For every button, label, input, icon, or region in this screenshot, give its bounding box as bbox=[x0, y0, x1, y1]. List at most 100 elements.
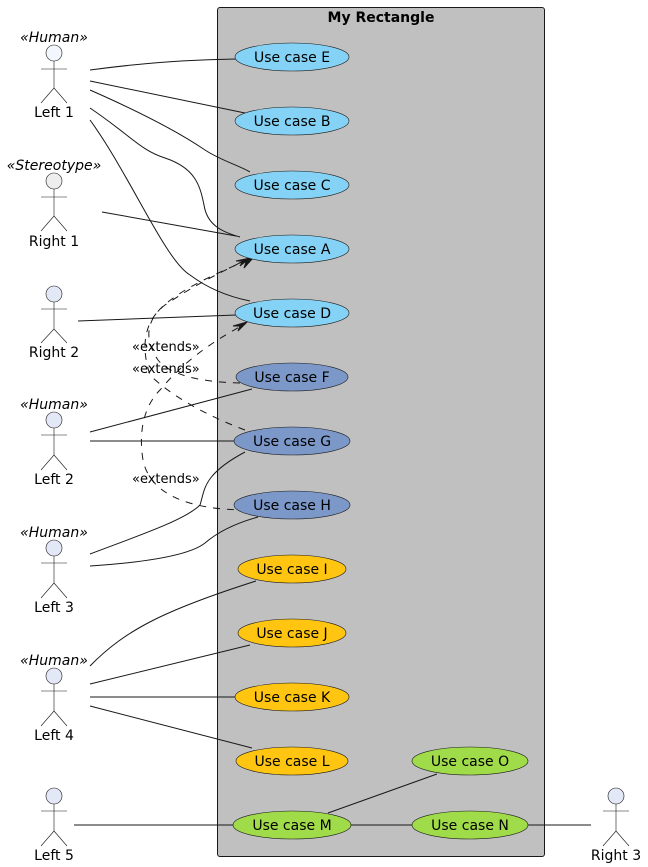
assoc-left1-D[interactable] bbox=[89, 119, 251, 302]
assoc-left4-I[interactable] bbox=[89, 580, 257, 667]
actor-stereotype: «Human» bbox=[20, 653, 88, 669]
system-boundary-title: My Rectangle bbox=[328, 10, 435, 26]
extends-H-D-arrowhead bbox=[232, 320, 249, 332]
actor-head-icon bbox=[45, 172, 63, 190]
use-case-K-shape[interactable] bbox=[234, 682, 350, 712]
actor-left-5[interactable]: Left 5 bbox=[34, 787, 74, 864]
use-case-M-label: Use case M bbox=[252, 818, 331, 834]
extends-G-A-line[interactable] bbox=[144, 257, 251, 431]
assoc-right1-A[interactable] bbox=[101, 211, 237, 237]
actor-head-icon bbox=[45, 411, 63, 429]
associations bbox=[74, 58, 591, 826]
actor-body-icon bbox=[40, 556, 68, 599]
assoc-left1-A[interactable] bbox=[89, 107, 241, 238]
use-case-H-label: Use case H bbox=[253, 498, 331, 514]
extends-H-D-line[interactable] bbox=[140, 323, 249, 511]
extends-label: «extends» bbox=[132, 340, 200, 355]
use-case-C-shape[interactable] bbox=[234, 170, 350, 200]
use-case-I[interactable]: Use case I bbox=[237, 554, 347, 584]
use-case-H[interactable]: Use case H bbox=[233, 490, 351, 520]
actors: «Human» Left 1 «Stereotype» Right 1 Righ… bbox=[7, 30, 641, 864]
use-case-L-label: Use case L bbox=[254, 754, 329, 770]
assoc-left1-B[interactable] bbox=[89, 80, 246, 114]
use-case-E-label: Use case E bbox=[254, 50, 330, 66]
actor-right-3[interactable]: Right 3 bbox=[591, 787, 641, 864]
actor-stereotype: «Human» bbox=[20, 397, 88, 413]
actor-label: Right 3 bbox=[591, 848, 641, 864]
assoc-right2-D[interactable] bbox=[77, 314, 237, 322]
use-case-C[interactable]: Use case C bbox=[234, 170, 350, 200]
actor-head-icon bbox=[45, 787, 63, 805]
use-case-I-label: Use case I bbox=[256, 562, 327, 578]
actor-left-2[interactable]: «Human» Left 2 bbox=[20, 397, 88, 488]
extends-F-A-line[interactable] bbox=[148, 259, 249, 384]
use-case-D[interactable]: Use case D bbox=[234, 298, 350, 328]
use-case-H-shape[interactable] bbox=[233, 490, 351, 520]
actor-left-3[interactable]: «Human» Left 3 bbox=[20, 525, 88, 616]
extends-label: «extends» bbox=[132, 362, 200, 377]
use-case-K-label: Use case K bbox=[254, 690, 331, 706]
use-case-D-label: Use case D bbox=[253, 306, 331, 322]
actor-body-icon bbox=[40, 684, 68, 727]
use-case-E[interactable]: Use case E bbox=[234, 42, 350, 72]
assoc-M-O[interactable] bbox=[327, 773, 438, 814]
assoc-left1-E[interactable] bbox=[89, 58, 237, 71]
use-case-J[interactable]: Use case J bbox=[237, 618, 347, 648]
actor-body-icon bbox=[40, 189, 68, 232]
use-case-N[interactable]: Use case N bbox=[411, 810, 529, 840]
use-case-G-label: Use case G bbox=[253, 434, 331, 450]
actor-head-icon bbox=[45, 539, 63, 557]
use-case-C-label: Use case C bbox=[253, 178, 330, 194]
actor-label: Left 3 bbox=[34, 600, 74, 616]
use-case-O[interactable]: Use case O bbox=[411, 746, 529, 776]
actor-left-1[interactable]: «Human» Left 1 bbox=[20, 30, 88, 121]
use-case-K[interactable]: Use case K bbox=[234, 682, 350, 712]
actor-stereotype: «Human» bbox=[20, 30, 88, 46]
use-case-A[interactable]: Use case A bbox=[234, 234, 350, 264]
use-case-J-shape[interactable] bbox=[237, 618, 347, 648]
use-case-J-label: Use case J bbox=[256, 626, 327, 642]
use-case-F-label: Use case F bbox=[254, 370, 329, 386]
use-case-D-shape[interactable] bbox=[234, 298, 350, 328]
use-case-G[interactable]: Use case G bbox=[233, 426, 351, 456]
actor-head-icon bbox=[45, 44, 63, 62]
use-case-N-shape[interactable] bbox=[411, 810, 529, 840]
use-case-O-shape[interactable] bbox=[411, 746, 529, 776]
actor-body-icon bbox=[40, 428, 68, 471]
use-case-G-shape[interactable] bbox=[233, 426, 351, 456]
actor-left-4[interactable]: «Human» Left 4 bbox=[20, 653, 88, 744]
use-case-B-shape[interactable] bbox=[234, 106, 350, 136]
use-case-B-label: Use case B bbox=[254, 114, 331, 130]
assoc-left4-J[interactable] bbox=[89, 644, 251, 685]
use-case-O-label: Use case O bbox=[431, 754, 509, 770]
actor-head-icon bbox=[45, 285, 63, 303]
assoc-left3-G[interactable] bbox=[89, 451, 246, 555]
extends-relations: «extends» «extends» «extends» bbox=[132, 257, 254, 511]
assoc-left1-C[interactable] bbox=[89, 89, 251, 173]
actor-right-2[interactable]: Right 2 bbox=[29, 285, 79, 361]
actor-body-icon bbox=[40, 61, 68, 104]
use-case-A-label: Use case A bbox=[254, 242, 331, 258]
extends-label: «extends» bbox=[132, 472, 200, 487]
use-case-L-shape[interactable] bbox=[235, 746, 349, 776]
actor-body-icon bbox=[40, 804, 68, 847]
use-case-B[interactable]: Use case B bbox=[234, 106, 350, 136]
use-case-M[interactable]: Use case M bbox=[232, 810, 352, 840]
assoc-left3-H[interactable] bbox=[89, 516, 259, 567]
actor-head-icon bbox=[45, 667, 63, 685]
use-case-M-shape[interactable] bbox=[232, 810, 352, 840]
assoc-left4-L[interactable] bbox=[89, 705, 253, 749]
assoc-left2-F[interactable] bbox=[89, 388, 253, 433]
use-case-I-shape[interactable] bbox=[237, 554, 347, 584]
use-case-E-shape[interactable] bbox=[234, 42, 350, 72]
actor-label: Left 2 bbox=[34, 472, 74, 488]
use-case-A-shape[interactable] bbox=[234, 234, 350, 264]
actor-right-1[interactable]: «Stereotype» Right 1 bbox=[7, 158, 101, 250]
use-case-F-shape[interactable] bbox=[235, 362, 349, 392]
use-case-L[interactable]: Use case L bbox=[235, 746, 349, 776]
use-cases: Use case E Use case B Use case C Use cas… bbox=[232, 42, 529, 840]
actor-label: Left 1 bbox=[34, 105, 74, 121]
actor-label: Left 5 bbox=[34, 848, 74, 864]
use-case-F[interactable]: Use case F bbox=[235, 362, 349, 392]
